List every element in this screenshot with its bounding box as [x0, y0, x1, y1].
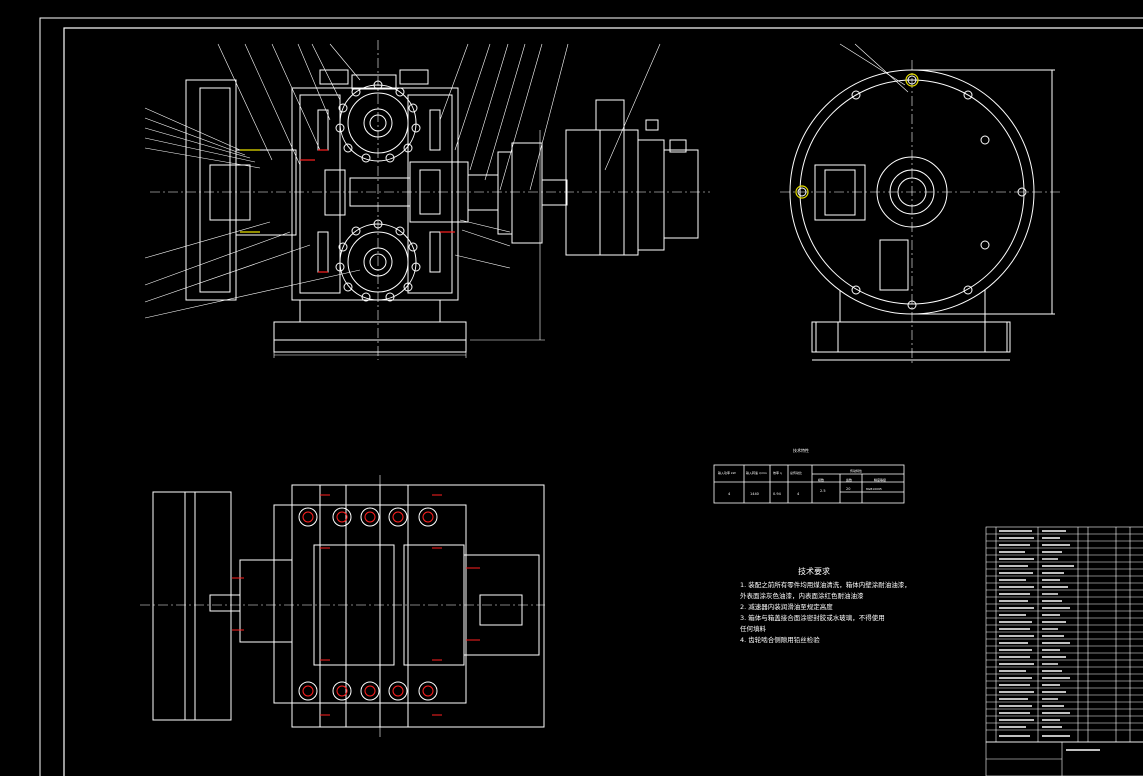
side-view-fasteners — [795, 73, 919, 199]
spec-cell-power: 4 — [728, 492, 731, 496]
spec-table — [713, 464, 905, 504]
side-view — [789, 69, 1055, 361]
spec-subheader-grade: 精度等级 — [874, 477, 886, 482]
tech-requirement-line-5: 任何填料 — [740, 624, 767, 633]
front-view-fasteners — [240, 149, 455, 273]
top-view — [152, 484, 545, 728]
spec-table-title: 技术特性 — [793, 447, 809, 453]
parts-list-table — [985, 526, 1143, 776]
spec-subheader-module: 模数 — [818, 477, 824, 482]
front-dimensions — [273, 130, 545, 358]
tech-requirements-title: 技术要求 — [798, 566, 830, 576]
inner-border — [63, 27, 1143, 776]
spec-cell-speed: 1440 — [750, 492, 759, 496]
part-number-leaders — [144, 43, 661, 319]
tech-requirement-line-1: 1. 装配之前所有零件均用煤油清洗，箱体内壁涂耐油油漆， — [740, 580, 911, 589]
spec-cell-module: 2.5 — [820, 489, 826, 493]
spec-subheader-teeth: 齿数 — [846, 477, 852, 482]
parts-list-entries — [999, 530, 1100, 751]
outer-border — [39, 17, 1143, 776]
spec-header-speed: 输入转速 r/min — [746, 470, 767, 475]
spec-cell-efficiency: 0.94 — [773, 492, 782, 496]
front-view-centerlines — [150, 40, 710, 360]
spec-header-characteristics: 传动特性 — [850, 468, 862, 473]
spec-cell-teeth: 20 — [846, 487, 850, 491]
spec-header-ratio: 总传动比 — [790, 470, 802, 475]
top-view-centerlines — [140, 475, 545, 740]
front-view — [185, 69, 699, 353]
side-leader — [839, 43, 906, 86]
top-view-fasteners — [232, 494, 480, 716]
spec-cell-grade: 8GB10095 — [866, 487, 882, 491]
gear-teeth-front — [335, 80, 421, 302]
spec-header-efficiency: 效率 η — [773, 470, 782, 475]
tech-requirement-line-3: 2. 减速器内装润滑油至规定高度 — [740, 602, 833, 611]
tech-requirement-line-4: 3. 箱体与箱盖接合面涂密封胶或水玻璃，不得使用 — [740, 613, 885, 622]
tech-requirement-line-2: 外表面涂灰色油漆，内表面涂红色耐油油漆 — [740, 591, 864, 600]
side-view-centerlines — [780, 60, 1060, 365]
spec-header-power: 输入功率 kW — [718, 470, 736, 475]
tech-requirement-line-6: 4. 齿轮啮合侧隙用铅丝检验 — [740, 635, 820, 644]
side-leader — [854, 43, 909, 93]
spec-cell-ratio: 4 — [797, 492, 800, 496]
